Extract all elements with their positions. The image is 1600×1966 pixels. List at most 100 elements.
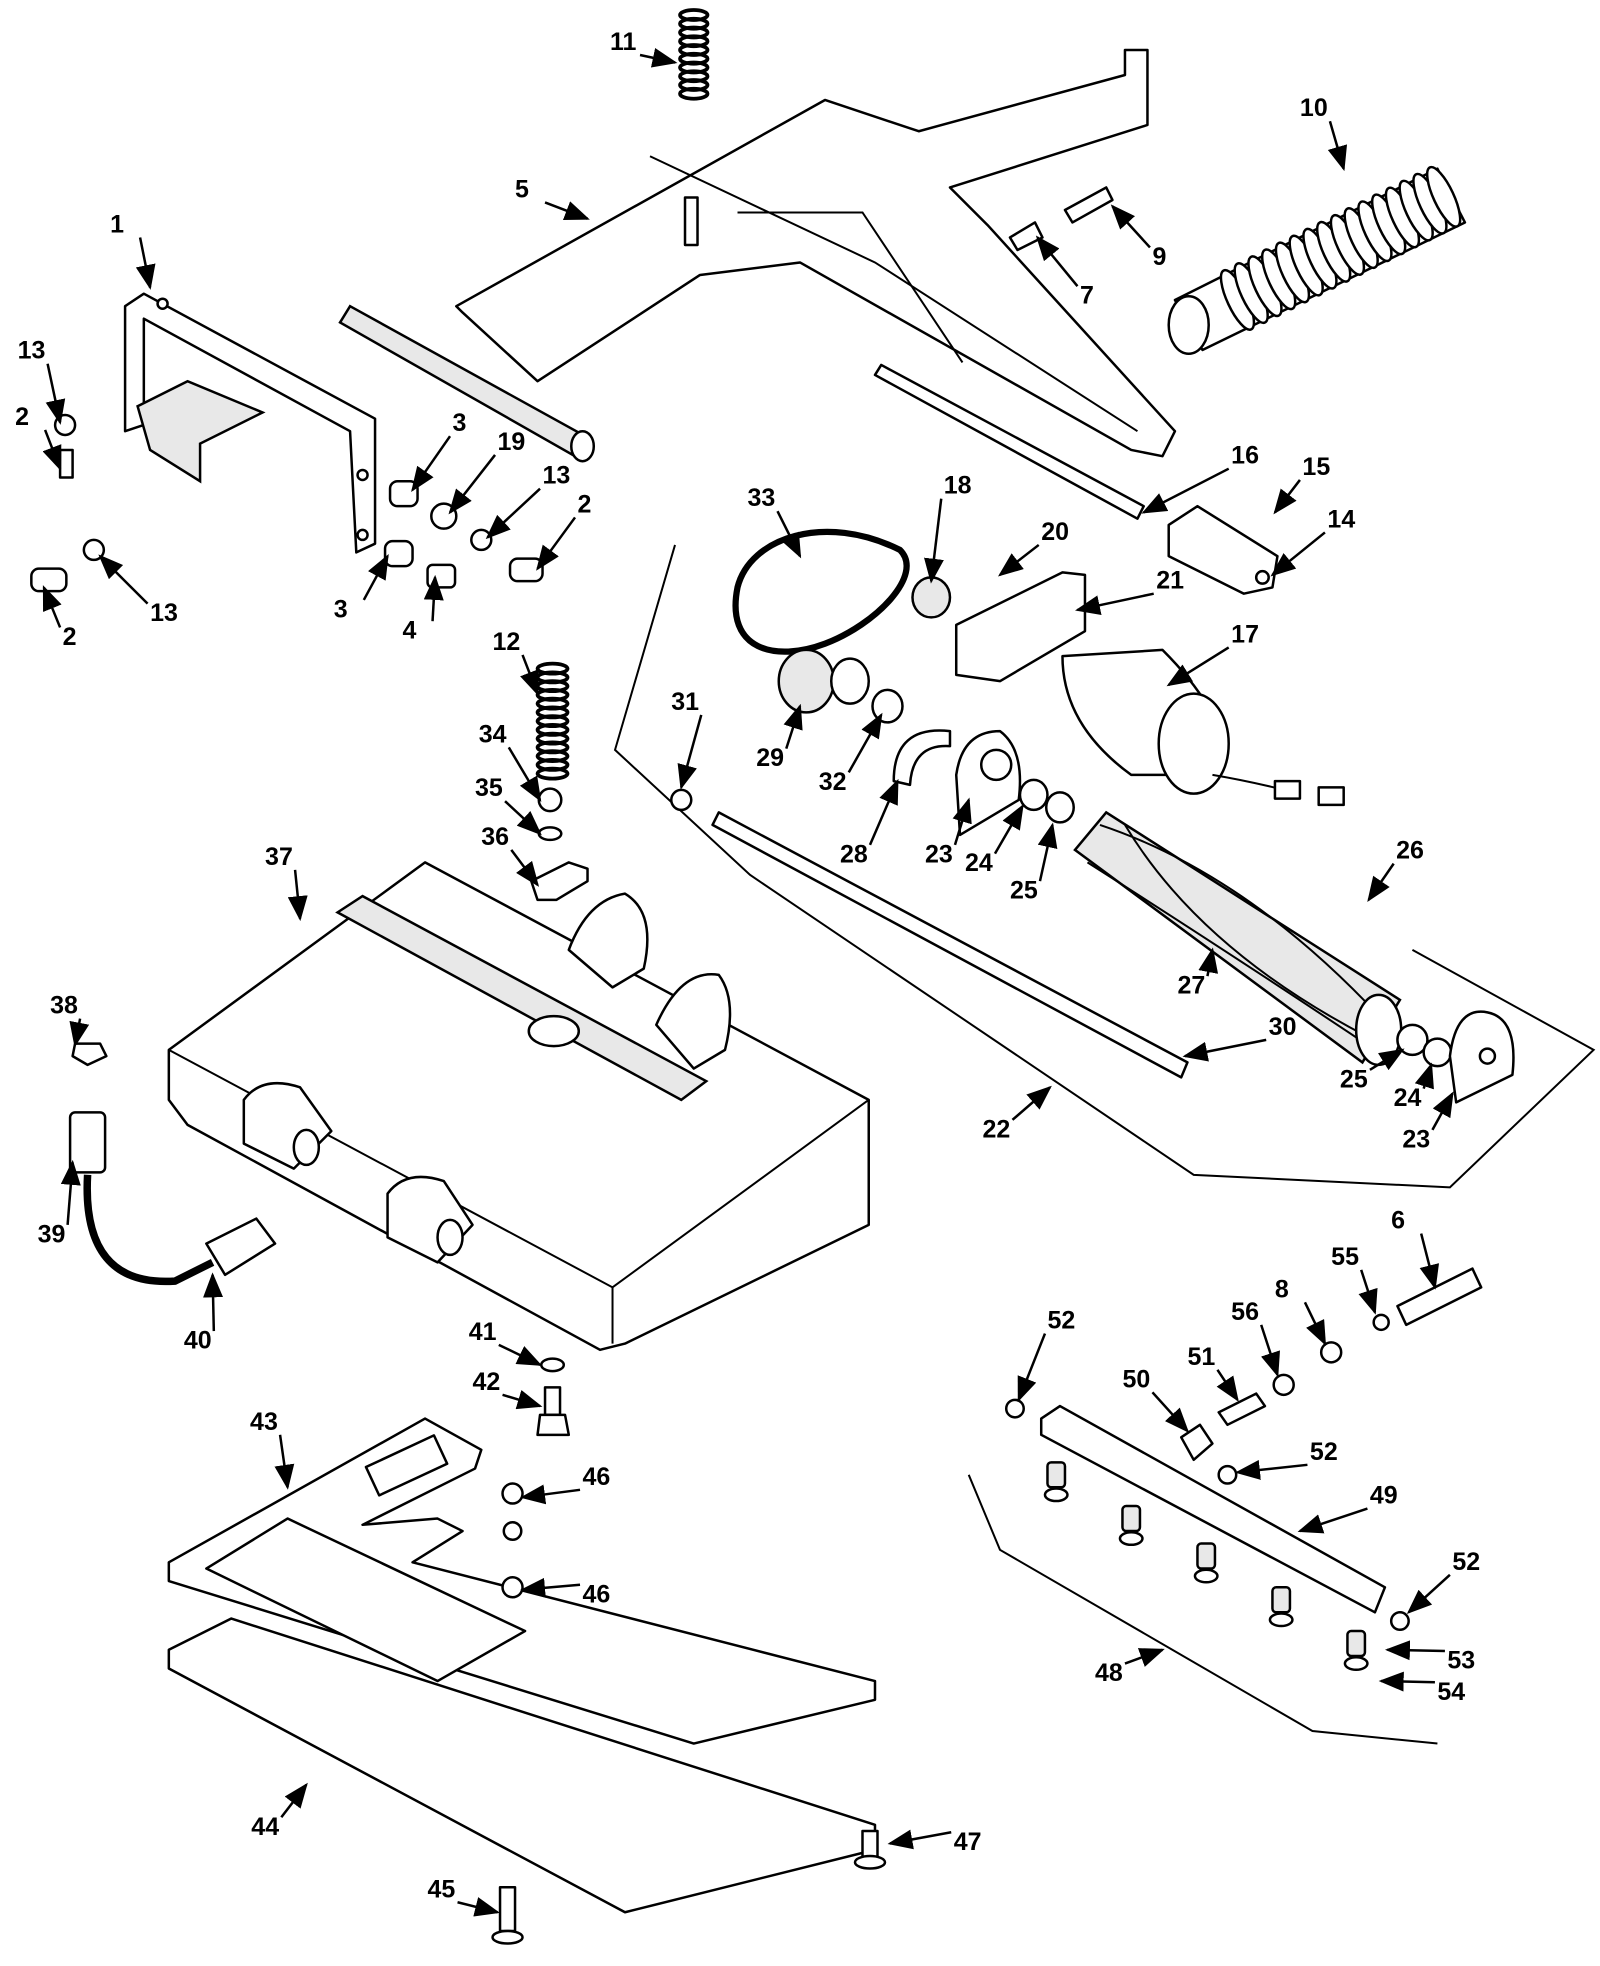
callout-13: 13 xyxy=(543,462,571,490)
callout-arrow xyxy=(1017,1333,1047,1403)
callout-17: 17 xyxy=(1231,620,1259,648)
callout-arrow xyxy=(504,800,542,836)
gasket-plate xyxy=(167,1417,877,1745)
callout-41: 41 xyxy=(469,1318,497,1346)
callout-arrow xyxy=(423,574,444,622)
spring-hardware xyxy=(530,787,589,902)
callout-20: 20 xyxy=(1041,518,1069,546)
callout-21: 21 xyxy=(1156,567,1184,595)
callout-3: 3 xyxy=(334,595,348,623)
callout-arrow xyxy=(776,510,802,559)
callout-arrow xyxy=(1419,1233,1440,1290)
callout-23: 23 xyxy=(925,840,953,868)
spring-center xyxy=(535,661,570,781)
pulleys xyxy=(777,576,952,724)
callout-51: 51 xyxy=(1187,1343,1215,1371)
callout-6: 6 xyxy=(1391,1207,1405,1235)
callout-arrow xyxy=(274,1434,295,1490)
bearings-right xyxy=(1396,1010,1515,1104)
spring-top xyxy=(678,8,710,101)
callout-arrow xyxy=(287,869,308,922)
callout-38: 38 xyxy=(50,992,78,1020)
callout-arrow xyxy=(1431,1091,1454,1131)
hose xyxy=(1167,165,1467,355)
callout-arrow xyxy=(60,1159,81,1225)
assembly-outline-22 xyxy=(613,544,1596,1189)
callout-arrow xyxy=(887,1829,952,1850)
callout-arrow xyxy=(536,516,577,571)
callout-37: 37 xyxy=(265,843,293,871)
callout-30: 30 xyxy=(1269,1013,1297,1041)
callout-arrow xyxy=(1327,120,1348,172)
callout-arrow xyxy=(203,1272,224,1332)
callout-arrow xyxy=(677,714,703,790)
callout-arrow xyxy=(847,712,883,774)
callout-52: 52 xyxy=(1452,1548,1480,1576)
callout-48: 48 xyxy=(1095,1659,1123,1687)
bearings-left xyxy=(892,729,1075,837)
callout-arrow xyxy=(42,585,62,628)
callout-arrow xyxy=(1216,1369,1239,1402)
callout-55: 55 xyxy=(1331,1243,1359,1271)
spray-bar xyxy=(967,1267,1483,1745)
callout-arrow xyxy=(1303,1301,1327,1346)
bracket xyxy=(123,292,377,554)
callout-arrow xyxy=(1273,479,1301,515)
callout-10: 10 xyxy=(1300,94,1328,122)
callout-18: 18 xyxy=(944,472,972,500)
fitting-hose xyxy=(68,1042,277,1286)
callout-arrow xyxy=(1367,862,1395,902)
callout-2: 2 xyxy=(63,623,77,651)
callout-24: 24 xyxy=(1394,1084,1422,1112)
callout-23: 23 xyxy=(1402,1125,1430,1153)
handle-frame xyxy=(338,48,1177,463)
callout-22: 22 xyxy=(982,1115,1010,1143)
callout-35: 35 xyxy=(475,774,503,802)
callout-28: 28 xyxy=(840,840,868,868)
callout-arrow xyxy=(1110,204,1151,249)
callout-arrow xyxy=(520,1577,581,1598)
callout-arrow xyxy=(1384,1640,1445,1661)
callout-arrow xyxy=(448,454,497,515)
callout-arrow xyxy=(1075,592,1154,616)
callout-19: 19 xyxy=(498,428,526,456)
callout-arrow xyxy=(1141,467,1230,514)
callout-40: 40 xyxy=(184,1327,212,1355)
pin-and-fitting xyxy=(1008,186,1114,252)
callout-43: 43 xyxy=(250,1408,278,1436)
callout-arrow xyxy=(1035,235,1079,288)
callout-46: 46 xyxy=(583,1463,611,1491)
callout-arrow xyxy=(485,487,541,540)
callout-7: 7 xyxy=(1080,282,1094,310)
brush-roller xyxy=(1073,810,1403,1067)
callout-1: 1 xyxy=(110,210,124,238)
callout-arrow xyxy=(1406,1573,1451,1614)
callout-24: 24 xyxy=(965,849,993,877)
callout-32: 32 xyxy=(819,768,847,796)
callout-33: 33 xyxy=(748,484,776,512)
callout-42: 42 xyxy=(473,1368,501,1396)
callout-arrow xyxy=(1369,1048,1405,1071)
callout-arrow xyxy=(362,553,389,601)
callout-arrow xyxy=(502,1390,543,1410)
callout-arrow xyxy=(1124,1648,1165,1667)
callout-arrow xyxy=(135,237,156,290)
callout-25: 25 xyxy=(1010,877,1038,905)
shaft xyxy=(670,788,1189,1079)
callout-13: 13 xyxy=(150,599,178,627)
callout-27: 27 xyxy=(1177,972,1205,1000)
callout-arrow xyxy=(544,201,590,221)
callout-9: 9 xyxy=(1152,243,1166,271)
callout-arrow xyxy=(997,543,1040,577)
callout-39: 39 xyxy=(38,1220,66,1248)
callout-arrow xyxy=(1166,646,1230,687)
callout-3: 3 xyxy=(453,409,467,437)
callout-arrow xyxy=(924,498,944,584)
callout-arrow xyxy=(1182,1038,1267,1062)
callout-arrow xyxy=(868,778,899,846)
callout-16: 16 xyxy=(1231,442,1259,470)
callout-arrow xyxy=(1414,1062,1434,1090)
callout-arrow xyxy=(1198,947,1219,977)
